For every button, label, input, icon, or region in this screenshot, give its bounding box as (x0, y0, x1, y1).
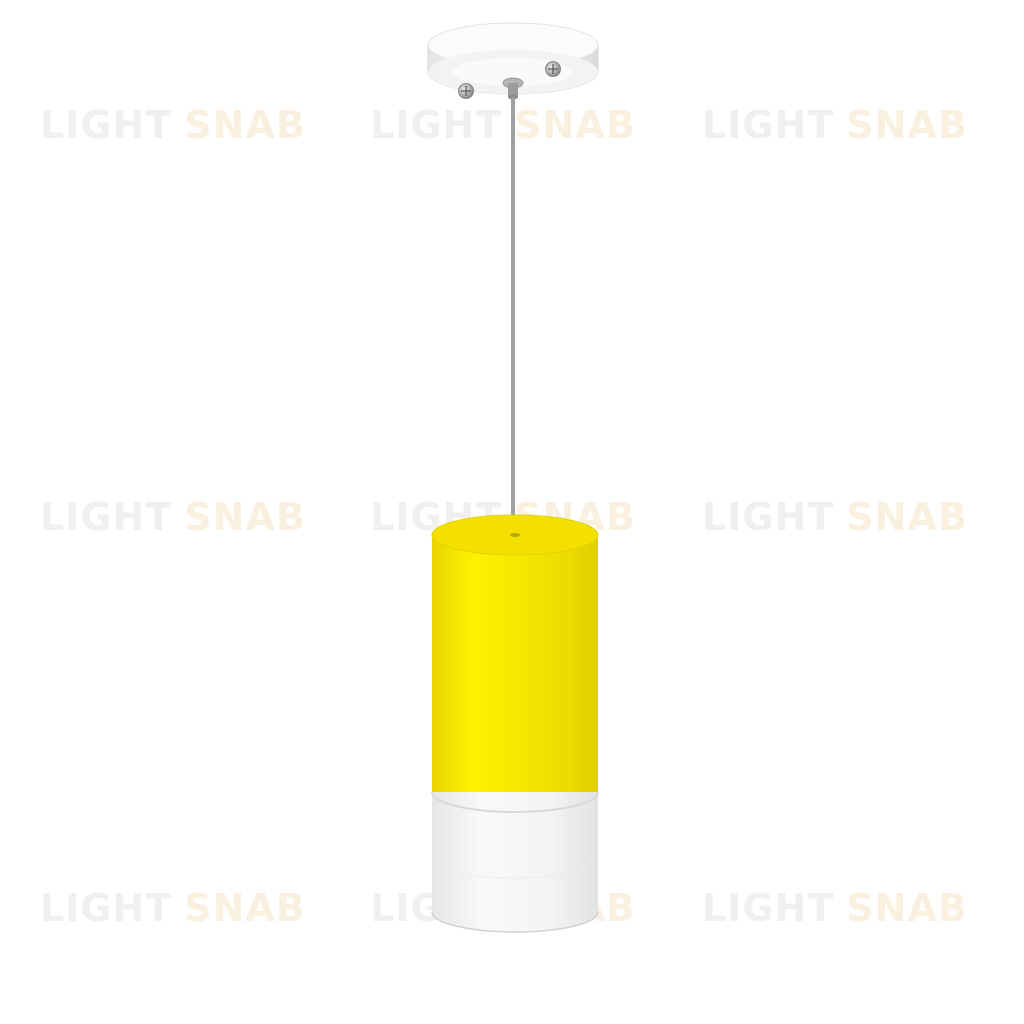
frosted-diffuser (431, 791, 599, 933)
suspension-cord (511, 97, 515, 515)
cord-grip (502, 77, 524, 100)
canopy-screw-right (545, 61, 561, 77)
ceiling-canopy (427, 22, 599, 95)
canopy-screw-left (458, 83, 474, 99)
yellow-shade (431, 514, 599, 792)
